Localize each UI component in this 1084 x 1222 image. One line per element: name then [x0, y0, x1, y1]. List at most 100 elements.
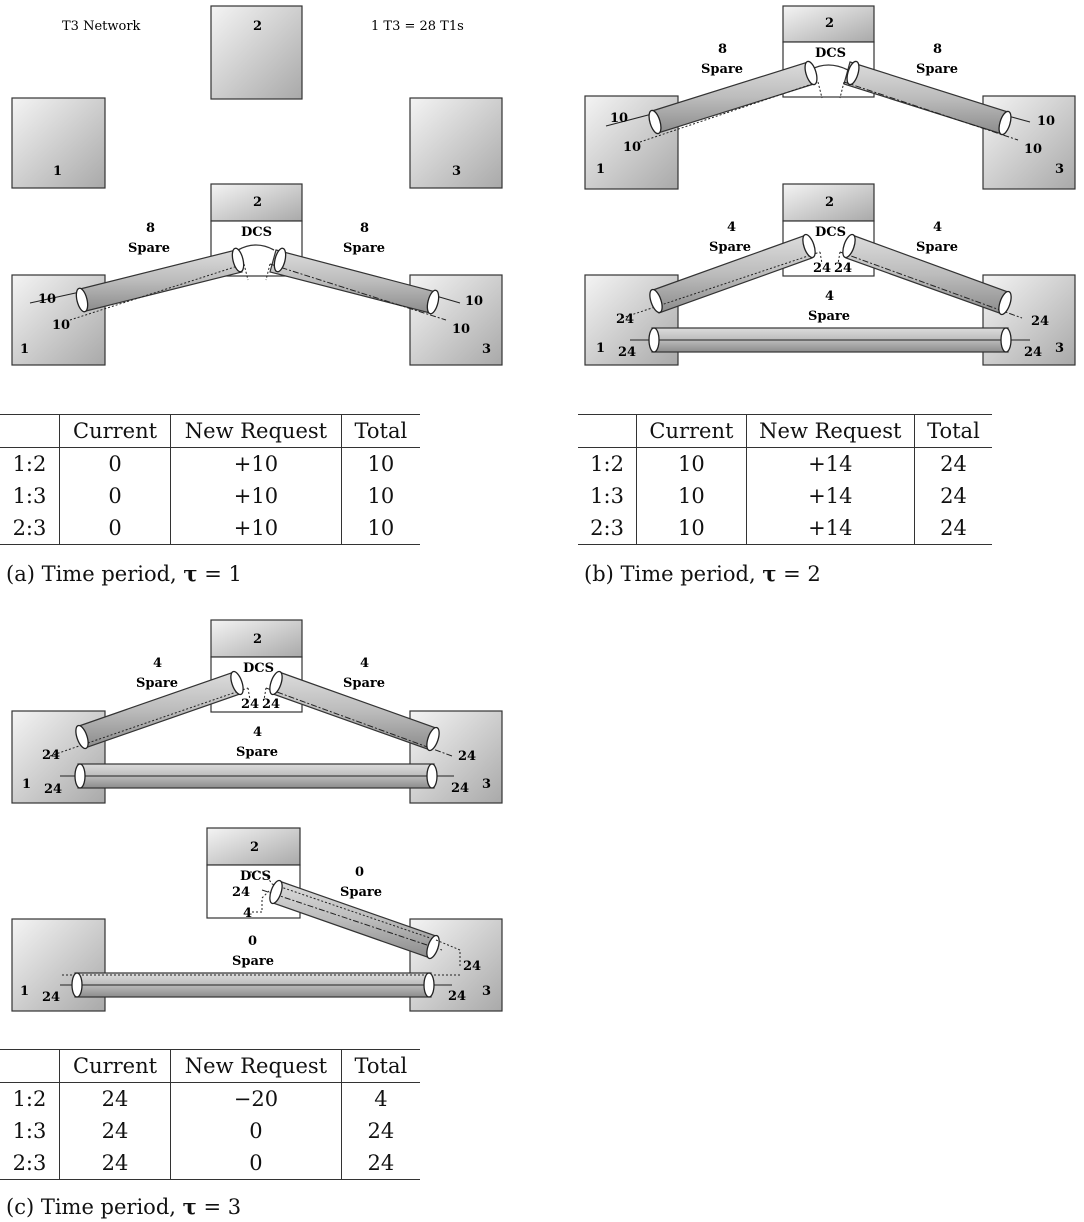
caption-value: = 1 [197, 562, 242, 586]
table-cell: 0 [59, 512, 172, 545]
table-cell: 1:2 [0, 1082, 60, 1115]
tau-symbol: τ [182, 1194, 197, 1219]
caption-text: (a) Time period, [6, 562, 184, 586]
network-title: T3 Network [62, 19, 141, 34]
table-cell: +10 [170, 447, 342, 480]
table-cell: 24 [59, 1115, 172, 1147]
table-row: 1:2 24 −20 4 [0, 1082, 420, 1115]
dcs-label: DCS [240, 869, 271, 884]
table-cell: 24 [367, 1119, 395, 1143]
spare-word-right: Spare [343, 676, 385, 691]
circuit-label: 10 [38, 292, 56, 307]
table-cell: +14 [746, 512, 915, 545]
spare-count-right: 8 [933, 42, 942, 57]
node-1-box [11, 97, 106, 189]
node-2-box [210, 5, 303, 100]
table-cell: 1:2 [0, 447, 60, 480]
circuit-label: 24 [616, 312, 634, 327]
table-row: 2:3 10 +14 24 [578, 512, 992, 545]
circuit-label: 10 [1037, 114, 1055, 129]
dcs-label: DCS [815, 225, 846, 240]
node-3-label: 3 [482, 984, 491, 999]
caption-text: (c) Time period, [6, 1195, 183, 1219]
panel-b-top: 1 3 2 DCS 8 Spare 8 Spare 10 10 10 10 [584, 5, 1076, 190]
tau-symbol: τ [762, 561, 777, 586]
node-2-box [210, 183, 303, 222]
spare-word-left: Spare [701, 62, 743, 77]
table-c: Current New Request Total 1:2 24 −20 4 1… [0, 1049, 420, 1180]
circuit-label: 24 [458, 749, 476, 764]
spare-word-left: Spare [709, 240, 751, 255]
node-2-label: 2 [825, 16, 834, 31]
table-header-cell: Total [354, 1054, 408, 1078]
table-header-cell: Total [354, 419, 408, 443]
node-1-label: 1 [20, 984, 29, 999]
panel-c-top: 1 3 2 DCS 4 Spare 4 Spare 4 Spare 24 24 … [11, 619, 503, 804]
table-cell: +10 [170, 480, 342, 512]
spare-word-right: Spare [343, 241, 385, 256]
table-cell: 24 [940, 452, 967, 476]
table-cell: 24 [59, 1082, 172, 1115]
table-cell: +14 [746, 447, 915, 480]
table-cell: 24 [59, 1147, 172, 1180]
spare-count-left: 4 [727, 220, 736, 235]
spare-count-right: 4 [933, 220, 942, 235]
node-3-label: 3 [1055, 162, 1064, 177]
circuit-label: 24 [1031, 314, 1049, 329]
node-1-label: 1 [22, 777, 31, 792]
dcs-label: DCS [243, 661, 274, 676]
table-cell: 2:3 [578, 512, 638, 545]
table-row: 1:3 24 0 24 [0, 1115, 420, 1147]
spare-count-left: 4 [153, 656, 162, 671]
table-header-cell: New Request [170, 1049, 342, 1083]
node-2-box [782, 183, 875, 222]
spare-word-bottom: Spare [232, 954, 274, 969]
table-cell: 0 [59, 447, 172, 480]
table-cell: 2:3 [0, 1147, 60, 1180]
spare-word-right: Spare [916, 62, 958, 77]
table-header-cell: New Request [170, 414, 342, 448]
table-cell: 1:3 [0, 480, 60, 512]
dcs-label: DCS [815, 46, 846, 61]
table-header-cell: Current [59, 414, 172, 448]
spare-count-right: 8 [360, 221, 369, 236]
panel-b-diagram: 1 3 2 DCS 4 Spare 4 Spare 4 Spare 24 24 … [584, 183, 1076, 366]
table-cell: 2:3 [0, 512, 60, 545]
table-cell: 10 [636, 480, 747, 512]
spare-word-right: Spare [916, 240, 958, 255]
table-row: 1:3 0 +10 10 [0, 480, 420, 512]
node-1-label: 1 [53, 164, 62, 179]
caption-a: (a) Time period, τ = 1 [6, 561, 242, 586]
table-row: 2:3 24 0 24 [0, 1147, 420, 1180]
node-1-label: 1 [596, 341, 605, 356]
table-row: 1:3 10 +14 24 [578, 480, 992, 512]
panel-c-diagram: 1 3 2 DCS 0 Spare 0 Spare 24 4 24 24 24 [11, 827, 503, 1012]
node-2-label: 2 [253, 195, 262, 210]
node-2-label: 2 [253, 19, 262, 34]
table-cell: 24 [940, 516, 967, 540]
table-header-cell: Total [927, 419, 980, 443]
table-cell: +10 [170, 512, 342, 545]
circuit-label: 24 [44, 782, 62, 797]
circuit-label: 4 [243, 906, 252, 921]
dcs-label: DCS [241, 225, 272, 240]
table-cell: 10 [367, 484, 395, 508]
table-header-cell: Current [636, 414, 747, 448]
node-3-label: 3 [1055, 341, 1064, 356]
table-cell: −20 [170, 1082, 342, 1115]
circuit-label: 10 [623, 140, 641, 155]
node-2-label: 2 [825, 195, 834, 210]
table-cell: 1:3 [0, 1115, 60, 1147]
circuit-label: 10 [452, 322, 470, 337]
circuit-label: 24 [451, 781, 469, 796]
caption-b: (b) Time period, τ = 2 [584, 561, 821, 586]
tau-symbol: τ [183, 561, 198, 586]
table-header-cell [578, 414, 638, 448]
panel-a-top: 2 1 3 [11, 5, 503, 189]
table-cell: 0 [170, 1147, 342, 1180]
spare-count-bottom: 4 [825, 289, 834, 304]
circuit-label: 24 [42, 748, 60, 763]
caption-value: = 2 [776, 562, 821, 586]
dcs-box [210, 220, 303, 277]
